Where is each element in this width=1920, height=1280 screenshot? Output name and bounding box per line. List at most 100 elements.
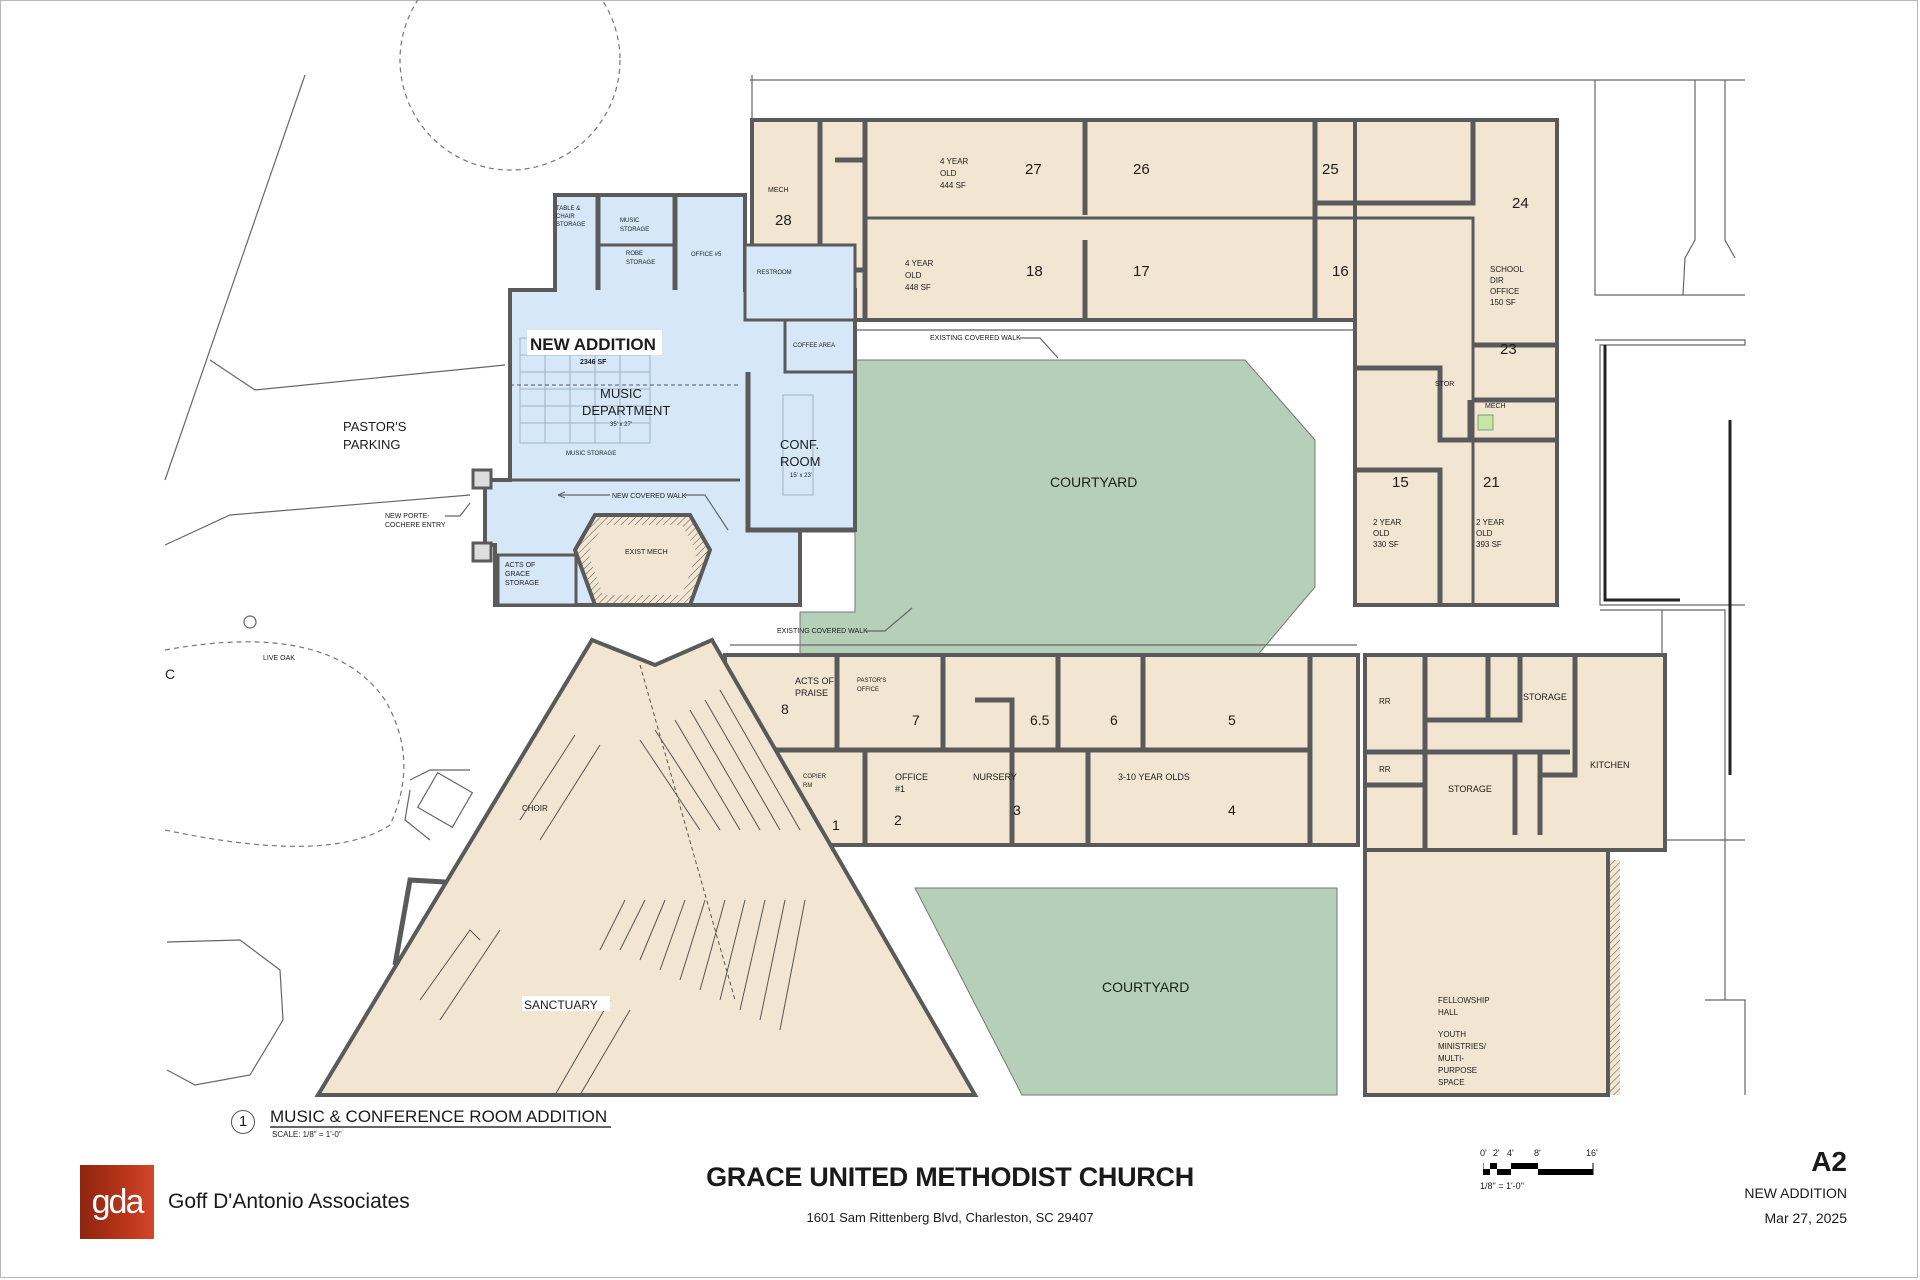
table-chair-storage-label-1: TABLE &: [556, 206, 580, 212]
fellowship-label-4: MINISTRIES/: [1438, 1042, 1487, 1051]
fellowship-label-6: PURPOSE: [1438, 1066, 1477, 1075]
fellowship-label-3: YOUTH: [1438, 1030, 1466, 1039]
rr-label-2: RR: [1379, 765, 1391, 774]
music-department-label-2: DEPARTMENT: [582, 403, 670, 418]
room-6-5-number: 6.5: [1030, 712, 1050, 728]
gda-logo: gda: [80, 1165, 154, 1239]
room-1-label-2: RM: [803, 783, 812, 789]
room-4-number: 4: [1228, 802, 1236, 818]
sheet-number: A2: [1811, 1146, 1847, 1177]
new-addition-title: NEW ADDITION: [530, 335, 656, 354]
sheet-name: NEW ADDITION: [1744, 1185, 1847, 1201]
room-8-label-2: PRAISE: [795, 688, 828, 698]
scale-label: 1/8" = 1'-0": [1480, 1181, 1524, 1191]
acts-of-grace-label-2: GRACE: [505, 571, 530, 578]
scale-tick-4: 4': [1507, 1148, 1514, 1158]
scale-tick-0: 0': [1480, 1148, 1487, 1158]
room-26-number: 26: [1133, 161, 1150, 178]
room-23-label-2: DIR: [1490, 276, 1504, 285]
live-oak-label: LIVE OAK: [263, 655, 295, 662]
project-title: GRACE UNITED METHODIST CHURCH: [706, 1162, 1194, 1192]
room-21-label-1: 2 YEAR: [1476, 518, 1505, 527]
room-23-label-1: SCHOOL: [1490, 265, 1524, 274]
room-23-label-4: 150 SF: [1490, 298, 1516, 307]
table-chair-storage-label-2: CHAIR: [556, 214, 575, 220]
room-18-number: 18: [1026, 263, 1043, 280]
room-28-number: 28: [775, 212, 792, 229]
music-storage-upper-label-1: MUSIC: [620, 218, 640, 224]
room-7-label-1: PASTOR'S: [857, 678, 886, 684]
room-21-number: 21: [1483, 474, 1500, 491]
room-18-label-1: 4 YEAR: [905, 259, 934, 268]
robe-storage-label-2: STORAGE: [626, 260, 655, 266]
rr-label-1: RR: [1379, 697, 1391, 706]
fellowship-label-7: SPACE: [1438, 1078, 1465, 1087]
storage-label-2: STORAGE: [1448, 784, 1492, 794]
fellowship-label-5: MULTI-: [1438, 1054, 1464, 1063]
room-15-number: 15: [1392, 474, 1409, 491]
room-15-label-1: 2 YEAR: [1373, 518, 1402, 527]
room-3-label: NURSERY: [973, 772, 1017, 782]
room-23-number: 23: [1500, 341, 1517, 358]
courtyards: COURTYARD COURTYARD: [799, 359, 1338, 1096]
kitchen-label: KITCHEN: [1590, 760, 1630, 770]
view-title: MUSIC & CONFERENCE ROOM ADDITION: [270, 1108, 612, 1128]
scale-tick-16: 16': [1586, 1148, 1598, 1158]
covered-walk-label-upper: EXISTING COVERED WALK: [930, 335, 1021, 342]
porte-cochere-label-1: NEW PORTE-: [385, 513, 430, 520]
room-15-label-2: OLD: [1373, 529, 1390, 538]
scale-ticks: 0' 2' 4' 8' 16': [1480, 1148, 1630, 1160]
site-marker: C: [165, 666, 175, 682]
room-1-number: 1: [832, 817, 840, 833]
courtyard-upper-label: COURTYARD: [1050, 474, 1137, 490]
room-21-label-2: OLD: [1476, 529, 1493, 538]
room-2-label-1: OFFICE: [895, 772, 928, 782]
room-25-number: 25: [1322, 161, 1339, 178]
room-24-number: 24: [1512, 195, 1529, 212]
room-17-number: 17: [1133, 263, 1150, 280]
fellowship-label-2: HALL: [1438, 1008, 1459, 1017]
storage-label-1: STORAGE: [1523, 692, 1567, 702]
room-6-number: 6: [1110, 712, 1118, 728]
room-27-label-1: 4 YEAR: [940, 157, 969, 166]
scale-tick-8: 8': [1534, 1148, 1541, 1158]
pastors-parking-label-1: PASTOR'S: [343, 419, 407, 434]
conf-room-dims: 15' x 23': [790, 473, 812, 479]
project-address: 1601 Sam Rittenberg Blvd, Charleston, SC…: [806, 1210, 1094, 1225]
existing-building: MECH 28 4 YEAR OLD 444 SF 27 26 25 24 4 …: [314, 118, 1667, 1097]
table-chair-storage-label-3: STORAGE: [556, 222, 585, 228]
courtyard-lower-label: COURTYARD: [1102, 979, 1189, 995]
exist-mech-label: EXIST MECH: [625, 549, 668, 556]
scale-bar-graphic: [1483, 1163, 1594, 1175]
room-2-label-2: #1: [895, 784, 905, 794]
room-3-number: 3: [1013, 802, 1021, 818]
room-7-number: 7: [912, 712, 920, 728]
room-2-number: 2: [894, 812, 902, 828]
covered-walk-label-lower: EXISTING COVERED WALK: [777, 628, 868, 635]
room-8-label-1: ACTS OF: [795, 676, 835, 686]
room-18-label-3: 448 SF: [905, 283, 931, 292]
room-1-label-1: COPIER: [803, 774, 827, 780]
mech-label: MECH: [1485, 403, 1506, 410]
room-5-number: 5: [1228, 712, 1236, 728]
scale-tick-2: 2': [1493, 1148, 1500, 1158]
room-15-label-3: 330 SF: [1373, 540, 1399, 549]
conf-room-label-1: CONF.: [780, 437, 819, 452]
office-5-label: OFFICE #5: [691, 252, 722, 258]
room-27-number: 27: [1025, 161, 1042, 178]
music-storage-note: MUSIC STORAGE: [566, 451, 616, 457]
acts-of-grace-label-3: STORAGE: [505, 580, 539, 587]
music-storage-upper-label-2: STORAGE: [620, 227, 649, 233]
room-23-label-3: OFFICE: [1490, 287, 1519, 296]
view-number-bubble: 1: [231, 1110, 255, 1134]
room-21-label-3: 393 SF: [1476, 540, 1502, 549]
room-27-label-2: OLD: [940, 169, 957, 178]
music-department-dims: 35' x 27': [610, 422, 632, 428]
room-7-label-2: OFFICE: [857, 687, 879, 693]
new-addition-area: 2346 SF: [580, 359, 607, 366]
room-16-number: 16: [1332, 263, 1349, 280]
music-department-label-1: MUSIC: [600, 386, 642, 401]
porte-cochere-label-2: COCHERE ENTRY: [385, 522, 446, 529]
pastors-parking-label-2: PARKING: [343, 437, 401, 452]
